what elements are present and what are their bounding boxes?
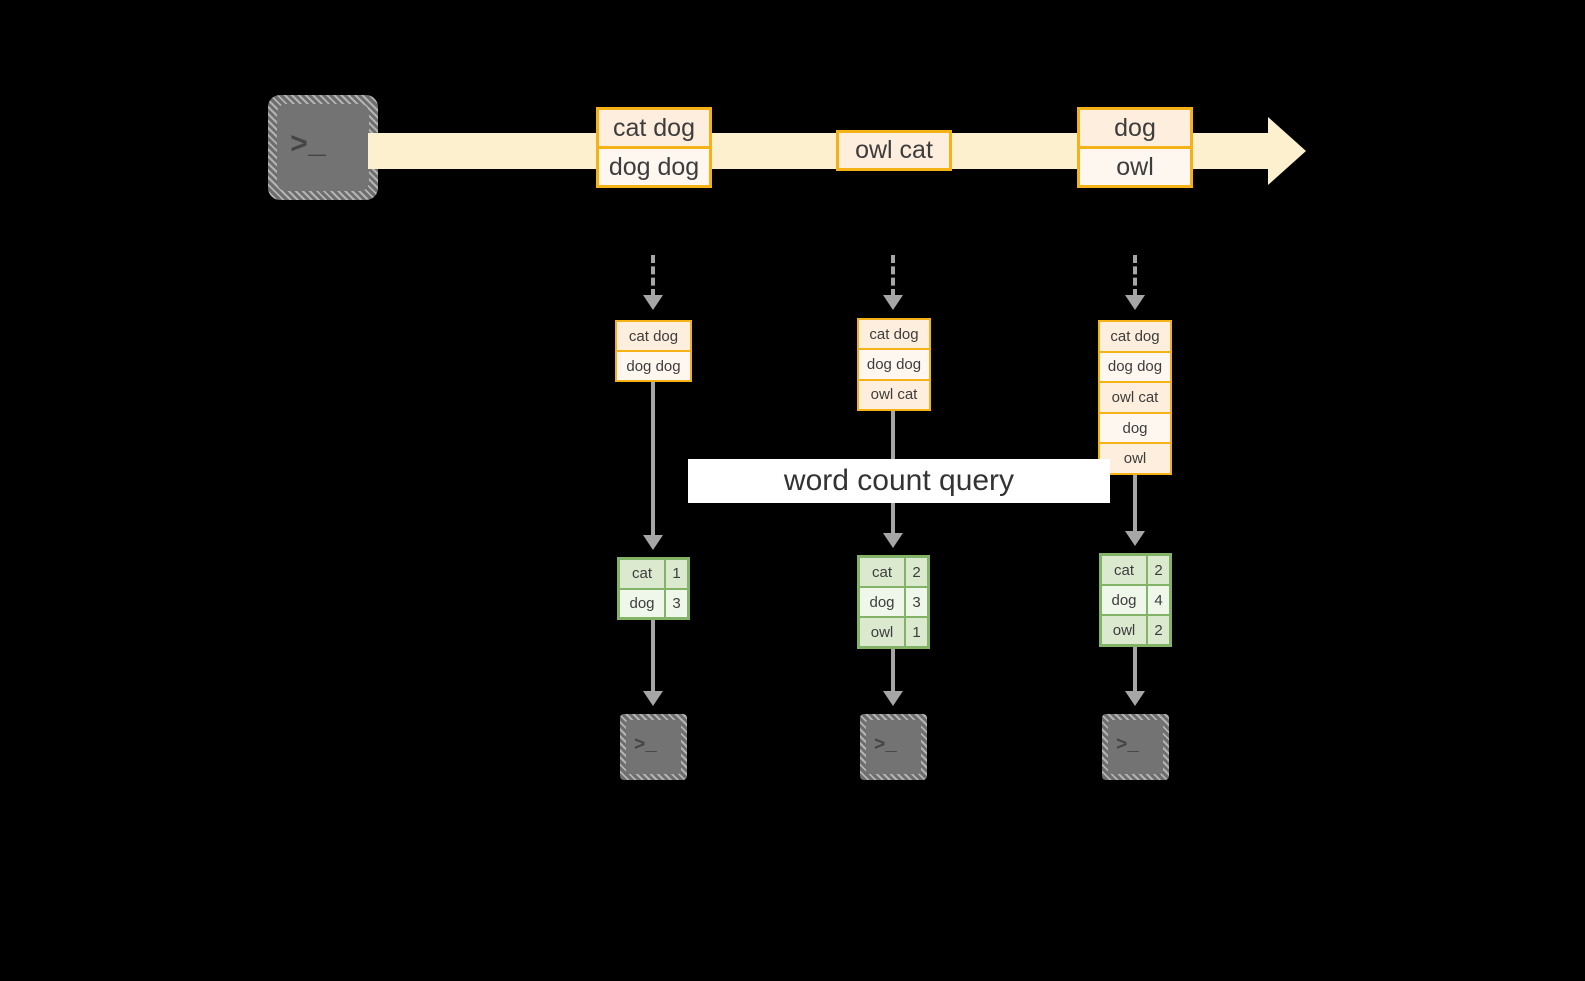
snapshot-3-input-box: cat dog dog dog owl cat dog owl xyxy=(1098,320,1172,475)
stream-batch-2: owl cat xyxy=(836,130,952,171)
table-row: owl 2 xyxy=(1102,614,1169,644)
stream-batch-1: cat dog dog dog xyxy=(596,107,712,188)
table-row: cat 2 xyxy=(1102,556,1169,584)
snapshot-2-input-box: cat dog dog dog owl cat xyxy=(857,318,931,411)
result-word: cat xyxy=(1102,556,1146,584)
snapshot-2-result-table: cat 2 dog 3 owl 1 xyxy=(857,555,930,649)
snapshot-3-tap-arrowhead xyxy=(1125,295,1145,310)
result-word: dog xyxy=(860,588,904,616)
snapshot-1-input-line-2: dog dog xyxy=(617,350,690,380)
snapshot-2-query-arrowhead xyxy=(883,533,903,548)
snapshot-1-tap-line xyxy=(651,255,655,297)
result-count: 2 xyxy=(1146,616,1169,644)
stream-batch-2-line-1: owl cat xyxy=(839,133,949,168)
snapshot-3-sink-line xyxy=(1133,647,1137,693)
snapshot-2-input-line-3: owl cat xyxy=(859,378,929,409)
terminal-body xyxy=(1108,720,1163,774)
snapshot-2-input-line-1: cat dog xyxy=(859,320,929,349)
table-row: dog 4 xyxy=(1102,584,1169,614)
terminal-prompt-glyph: >_ xyxy=(874,734,897,756)
snapshot-3-input-line-3: owl cat xyxy=(1100,381,1170,412)
snapshot-2-sink-arrowhead xyxy=(883,691,903,706)
source-terminal-icon: >_ xyxy=(268,95,378,200)
result-count: 3 xyxy=(664,589,687,617)
snapshot-1-input-box: cat dog dog dog xyxy=(615,320,692,382)
snapshot-3-input-line-2: dog dog xyxy=(1100,350,1170,382)
result-count: 1 xyxy=(664,560,687,588)
table-row: cat 1 xyxy=(620,560,687,588)
result-word: dog xyxy=(620,589,664,617)
snapshot-2-sink-terminal-icon: >_ xyxy=(860,714,927,780)
stream-batch-3: dog owl xyxy=(1077,107,1193,188)
result-count: 3 xyxy=(904,588,927,616)
word-count-query-text: word count query xyxy=(783,464,1015,497)
result-count: 2 xyxy=(1146,556,1169,584)
result-count: 4 xyxy=(1146,586,1169,614)
result-word: dog xyxy=(1102,586,1146,614)
table-row: dog 3 xyxy=(620,587,687,617)
snapshot-3-query-line xyxy=(1133,475,1137,533)
word-count-query-label: word count query xyxy=(688,459,1110,503)
snapshot-1-sink-arrowhead xyxy=(643,691,663,706)
snapshot-2-tap-line xyxy=(891,255,895,297)
snapshot-1-result-table: cat 1 dog 3 xyxy=(617,557,690,620)
terminal-body xyxy=(277,104,369,191)
stream-batch-3-line-1: dog xyxy=(1080,110,1190,146)
result-word: owl xyxy=(1102,616,1146,644)
table-row: cat 2 xyxy=(860,558,927,586)
terminal-prompt-glyph: >_ xyxy=(634,734,657,756)
stream-batch-3-line-2: owl xyxy=(1080,146,1190,185)
snapshot-3-result-table: cat 2 dog 4 owl 2 xyxy=(1099,553,1172,647)
snapshot-1-query-arrowhead xyxy=(643,535,663,550)
snapshot-3-tap-line xyxy=(1133,255,1137,297)
result-count: 1 xyxy=(904,618,927,646)
stream-batch-1-line-1: cat dog xyxy=(599,110,709,146)
result-word: owl xyxy=(860,618,904,646)
snapshot-1-tap-arrowhead xyxy=(643,295,663,310)
snapshot-2-sink-line xyxy=(891,649,895,693)
stream-time-arrowhead xyxy=(1268,117,1306,185)
snapshot-3-sink-arrowhead xyxy=(1125,691,1145,706)
snapshot-2-input-line-2: dog dog xyxy=(859,348,929,379)
terminal-prompt-glyph: >_ xyxy=(290,129,327,163)
table-row: owl 1 xyxy=(860,616,927,646)
snapshot-1-input-line-1: cat dog xyxy=(617,322,690,350)
result-word: cat xyxy=(860,558,904,586)
snapshot-1-sink-line xyxy=(651,620,655,693)
snapshot-1-query-line xyxy=(651,382,655,537)
result-count: 2 xyxy=(904,558,927,586)
stream-batch-1-line-2: dog dog xyxy=(599,146,709,185)
terminal-body xyxy=(626,720,681,774)
snapshot-3-input-line-5: owl xyxy=(1100,442,1170,473)
terminal-body xyxy=(866,720,921,774)
result-word: cat xyxy=(620,560,664,588)
terminal-prompt-glyph: >_ xyxy=(1116,734,1139,756)
snapshot-2-tap-arrowhead xyxy=(883,295,903,310)
snapshot-3-input-line-1: cat dog xyxy=(1100,322,1170,351)
snapshot-3-input-line-4: dog xyxy=(1100,411,1170,443)
snapshot-1-sink-terminal-icon: >_ xyxy=(620,714,687,780)
snapshot-3-sink-terminal-icon: >_ xyxy=(1102,714,1169,780)
table-row: dog 3 xyxy=(860,586,927,616)
snapshot-3-query-arrowhead xyxy=(1125,531,1145,546)
